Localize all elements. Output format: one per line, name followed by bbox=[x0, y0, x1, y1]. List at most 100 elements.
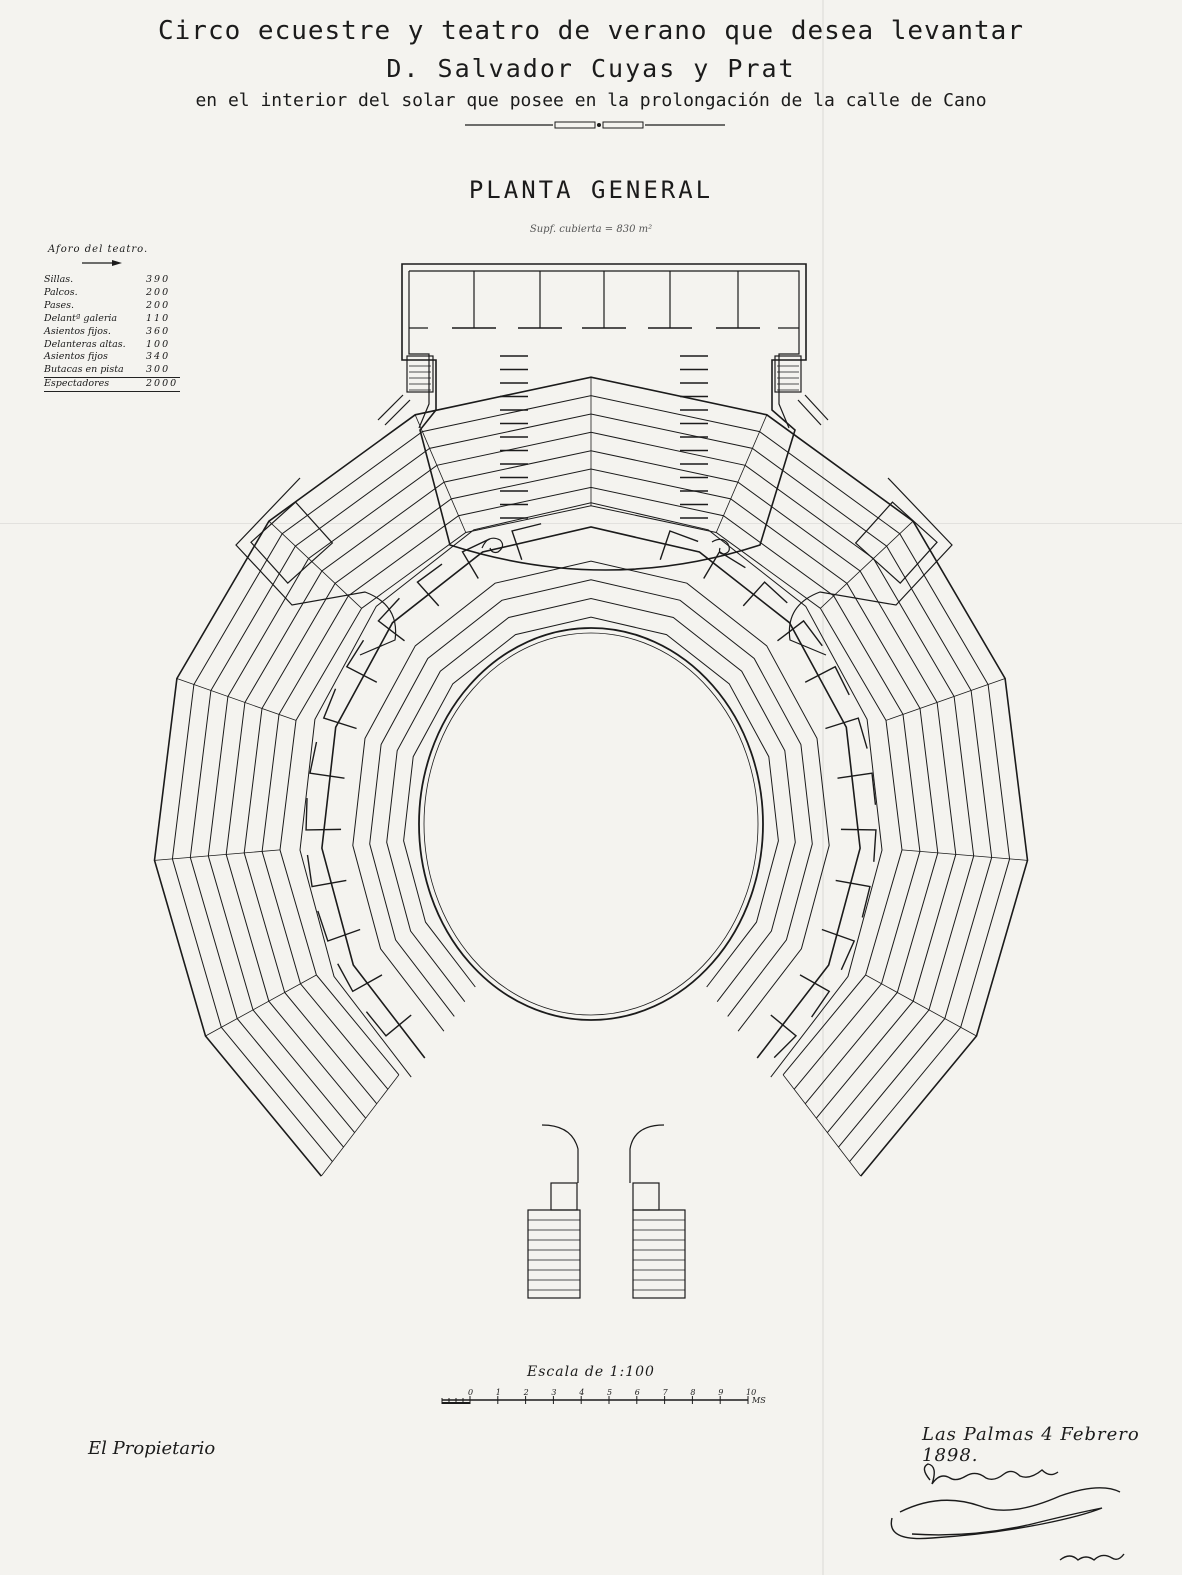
legend-row-label: Palcos. bbox=[44, 286, 78, 298]
legend-row-value: 200 bbox=[146, 299, 171, 311]
corner-stairwells bbox=[235, 477, 953, 656]
box-partition bbox=[309, 741, 345, 779]
legend-total-label: Espectadores bbox=[44, 378, 110, 390]
scale-tick-label: 4 bbox=[578, 1388, 584, 1397]
box-partition bbox=[306, 854, 347, 888]
scale-unit: MS bbox=[751, 1396, 766, 1405]
seating-tier-line bbox=[299, 502, 883, 1078]
scale-tick-label: 2 bbox=[523, 1388, 529, 1397]
box-partition bbox=[777, 619, 823, 647]
box-partition bbox=[416, 563, 443, 607]
capacity-legend: Aforo del teatro. Sillas.390 Palcos.200 … bbox=[44, 244, 180, 393]
legend-row-label: Butacas en pista bbox=[44, 364, 124, 376]
legend-heading: Aforo del teatro. bbox=[48, 244, 149, 255]
legend-row-label: Asientos fijos. bbox=[44, 325, 111, 337]
legend-row: Asientos fijos. 360 bbox=[44, 326, 180, 339]
surface-note: Supf. cubierta = 830 m² bbox=[529, 224, 653, 235]
seating-tier-line bbox=[261, 486, 921, 1090]
scale-bar: 0 1 2 3 4 5 6 7 8 9 10 MS bbox=[441, 1388, 766, 1405]
legend-total-row: Espectadores 2000 bbox=[44, 377, 180, 393]
box-partition bbox=[825, 717, 868, 749]
scale-tick-label: 0 bbox=[468, 1388, 473, 1397]
paper-fold-horizontal bbox=[0, 523, 1182, 524]
seating-tier-line bbox=[369, 579, 813, 1017]
legend-row: Delantª galeria 110 bbox=[44, 313, 180, 326]
entrance-stairs bbox=[527, 1124, 686, 1299]
radial-aisle-line bbox=[268, 520, 362, 609]
arrow-icon bbox=[82, 260, 122, 266]
legend-row-value: 100 bbox=[146, 338, 171, 350]
box-partition bbox=[837, 772, 877, 805]
plan-title: PLANTA GENERAL bbox=[468, 176, 714, 204]
legend-total-value: 2000 bbox=[146, 378, 179, 390]
radial-aisle-line bbox=[205, 974, 317, 1037]
radial-aisle-line bbox=[782, 1074, 861, 1177]
box-partition bbox=[461, 538, 491, 579]
legend-row-label: Pases. bbox=[44, 299, 75, 311]
scale-tick-label: 7 bbox=[663, 1388, 669, 1397]
box-partition bbox=[835, 879, 871, 918]
radial-aisle-line bbox=[885, 678, 1006, 721]
signature-icon bbox=[890, 1463, 1125, 1561]
radial-aisle-line bbox=[715, 414, 768, 533]
radial-aisle-line bbox=[321, 1074, 400, 1177]
scale-tick-label: 9 bbox=[718, 1388, 723, 1397]
legend-row: Pases. 200 bbox=[44, 300, 180, 313]
box-partition bbox=[511, 523, 542, 560]
title-line-1: Circo ecuestre y teatro de verano que de… bbox=[158, 16, 1024, 46]
title-location: en el interior del solar que posee en la… bbox=[195, 90, 987, 111]
radial-aisle-line bbox=[154, 849, 281, 861]
box-partition bbox=[305, 798, 342, 831]
legend-row-label: Sillas. bbox=[44, 274, 74, 285]
circus-ring bbox=[418, 627, 764, 1021]
seating-tier-line bbox=[207, 431, 975, 1133]
radial-aisle-line bbox=[901, 849, 1028, 861]
seating-tier-line bbox=[403, 616, 779, 988]
legend-row-value: 110 bbox=[146, 312, 171, 324]
legend-row: Delanteras altas.100 bbox=[44, 339, 180, 352]
scale-tick-label: 6 bbox=[635, 1388, 640, 1397]
seating-tier-line bbox=[171, 395, 1011, 1162]
seating-tier-line bbox=[243, 468, 939, 1105]
box-partition bbox=[799, 974, 831, 1018]
box-partition bbox=[365, 1011, 412, 1037]
stage-stairs bbox=[377, 355, 829, 426]
box-partition bbox=[377, 597, 405, 642]
title-owner-name: D. Salvador Cuyas y Prat bbox=[386, 54, 796, 83]
legend-row: Sillas.390 bbox=[44, 274, 180, 287]
seating-tier-line bbox=[352, 560, 830, 1032]
scale-label: Escala de 1:100 bbox=[527, 1364, 655, 1380]
scale-tick-label: 3 bbox=[551, 1388, 556, 1397]
box-partition bbox=[337, 963, 383, 993]
legend-row-label: Asientos fijos bbox=[44, 351, 108, 363]
seating-tier-line bbox=[279, 505, 903, 1076]
box-partition bbox=[821, 928, 856, 971]
legend-row-value: 360 bbox=[146, 325, 171, 337]
box-partition bbox=[840, 828, 877, 862]
date-place: Las Palmas 4 Febrero 1898. bbox=[922, 1424, 1140, 1466]
stair-steps bbox=[409, 359, 799, 1291]
legend-row-label: Delantª galeria bbox=[44, 312, 118, 324]
box-partition bbox=[659, 530, 699, 560]
legend-row: Palcos. 200 bbox=[44, 287, 180, 300]
box-partition bbox=[322, 688, 357, 730]
box-partitions bbox=[305, 523, 877, 1059]
radial-aisle-line bbox=[414, 414, 467, 533]
seating-tier-line bbox=[321, 526, 861, 1059]
owner-label: El Propietario bbox=[88, 1438, 216, 1459]
box-partition bbox=[703, 550, 746, 579]
legend-row-value: 200 bbox=[146, 286, 171, 298]
scale-tick-label: 5 bbox=[607, 1388, 612, 1397]
scale-tick-label: 8 bbox=[690, 1388, 695, 1397]
seating-tier-line bbox=[189, 413, 993, 1148]
box-partition bbox=[345, 639, 378, 683]
box-partition bbox=[804, 665, 850, 696]
scale-tick-label: 10 bbox=[746, 1388, 756, 1397]
seating-tier-line bbox=[225, 450, 957, 1119]
seating-tier-line bbox=[386, 597, 796, 1003]
scale-tick-label: 1 bbox=[496, 1388, 501, 1397]
title-flourish bbox=[465, 121, 725, 129]
